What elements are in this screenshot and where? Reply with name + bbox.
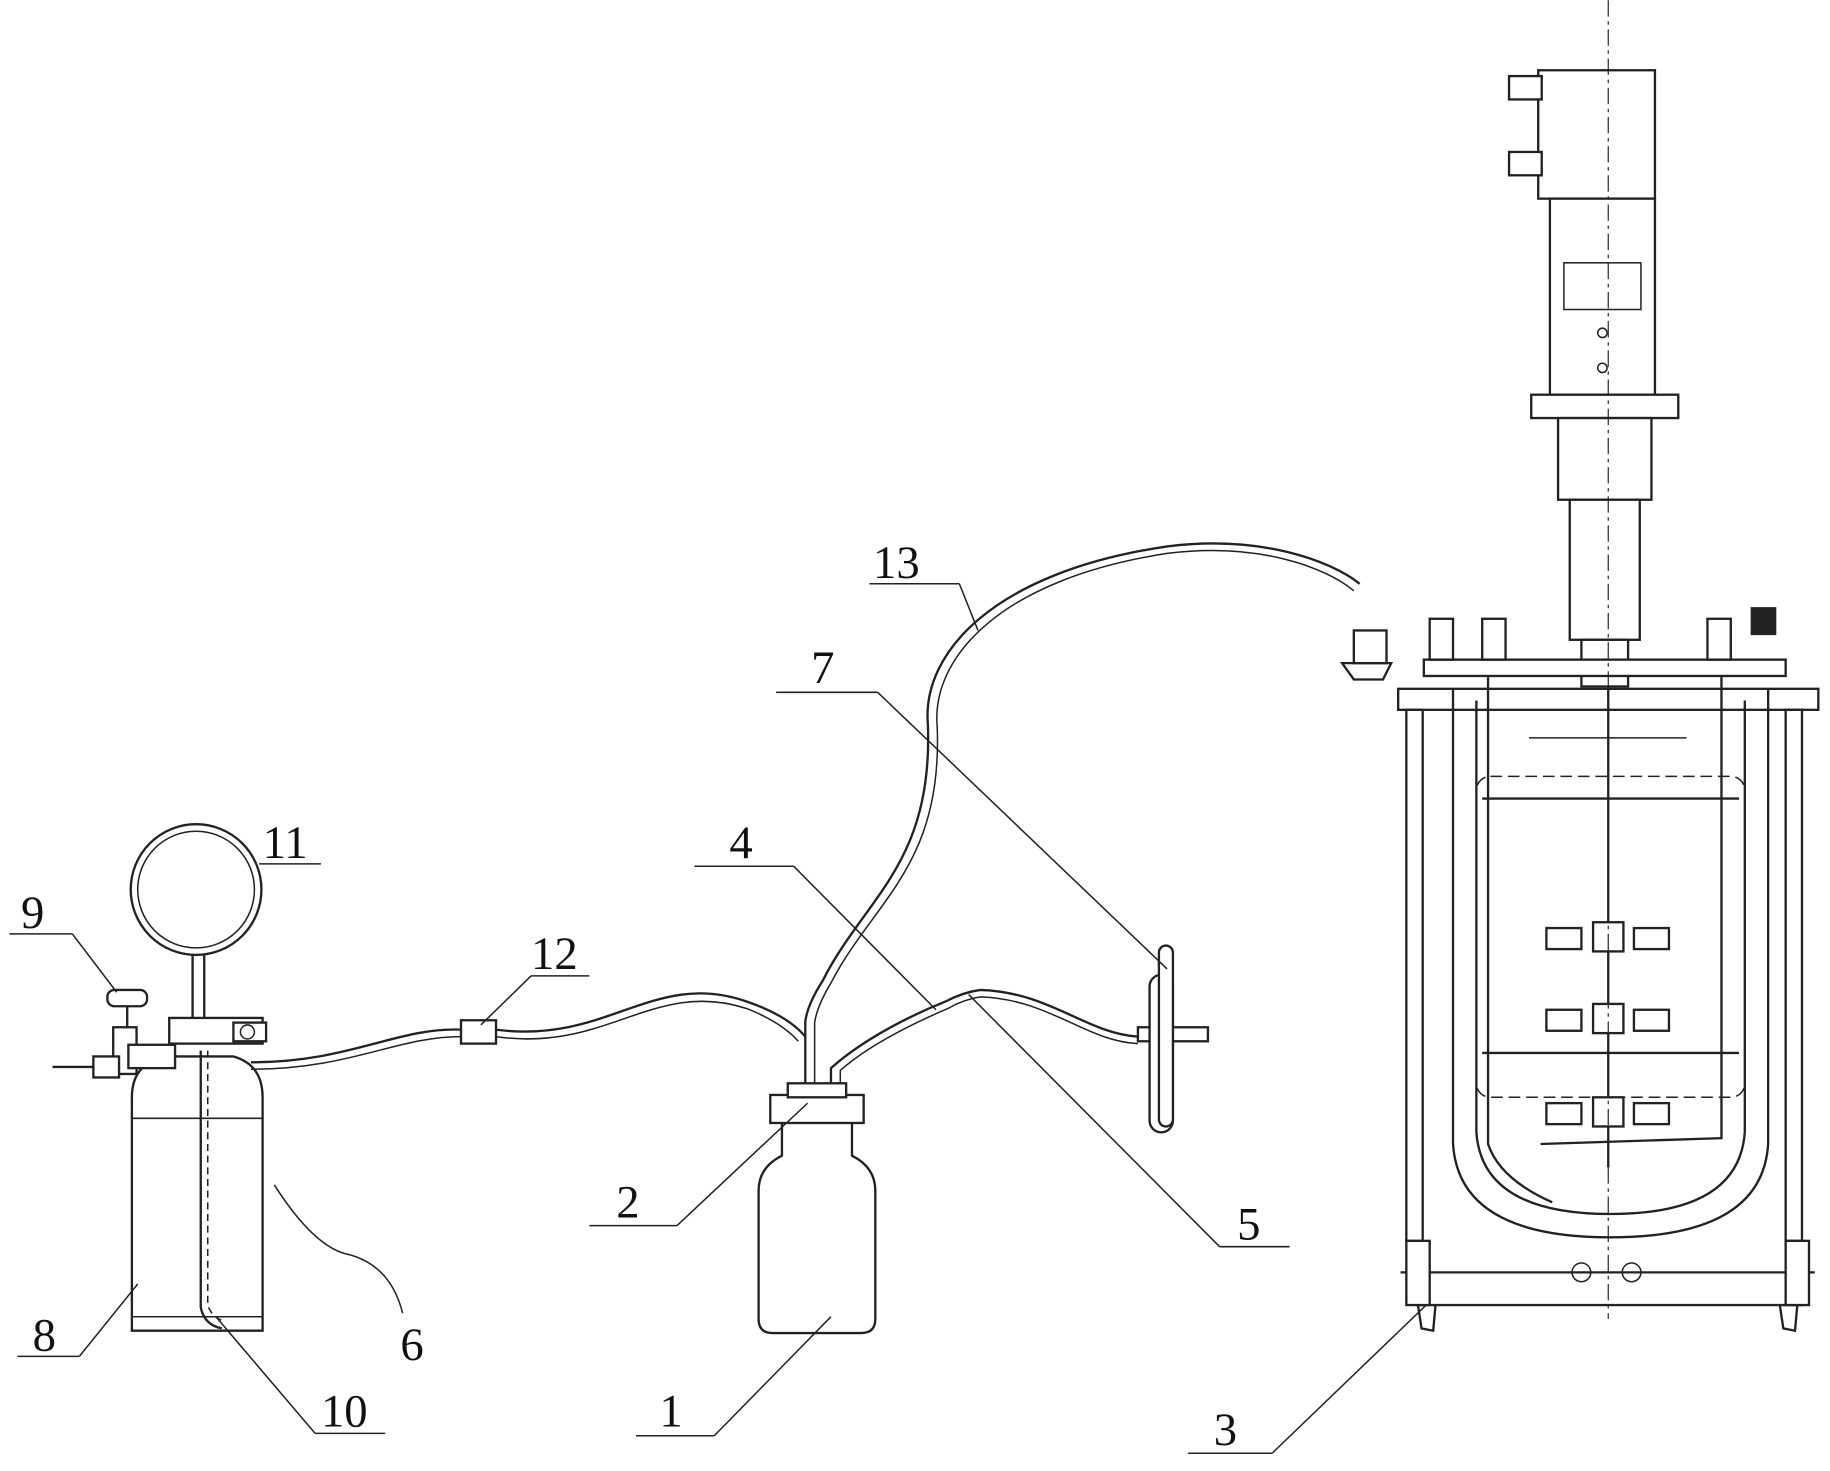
label-11: 11	[263, 817, 308, 869]
label-10: 10	[321, 1385, 368, 1437]
reference-labels: 13 7 4 11 9 12 2 5 6 8 10 1 3	[9, 537, 1426, 1456]
label-13: 13	[873, 537, 920, 589]
label-12: 12	[531, 928, 578, 980]
label-6: 6	[400, 1319, 423, 1371]
label-5: 5	[1237, 1199, 1260, 1251]
gas-cylinder	[132, 1051, 263, 1331]
hose-connector	[461, 1020, 496, 1043]
gas-hose	[251, 993, 805, 1069]
air-filter	[1138, 946, 1208, 1133]
label-2: 2	[616, 1177, 639, 1229]
label-1: 1	[659, 1385, 682, 1437]
label-7: 7	[811, 642, 834, 694]
culture-bottle	[759, 544, 1360, 1334]
label-9: 9	[21, 887, 44, 939]
label-8: 8	[33, 1310, 56, 1362]
label-3: 3	[1214, 1404, 1237, 1456]
bioreactor	[1398, 0, 1818, 1330]
label-4: 4	[729, 817, 752, 869]
pressure-gauge	[131, 824, 262, 955]
